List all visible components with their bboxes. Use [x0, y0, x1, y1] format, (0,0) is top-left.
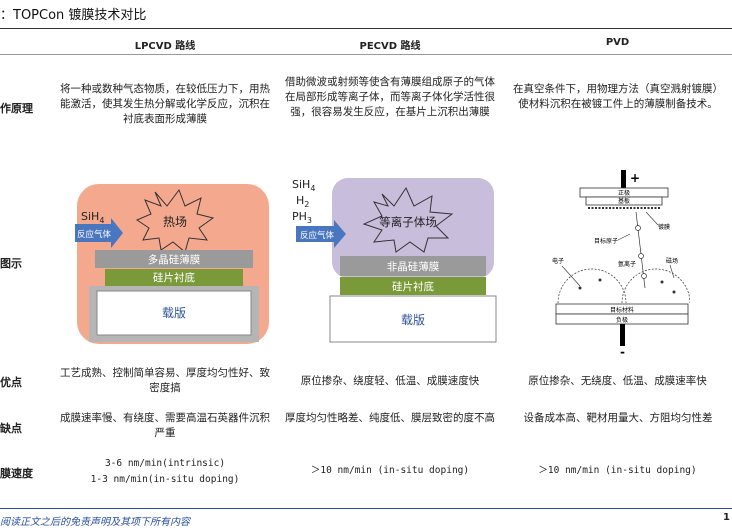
pecvd-gas-3: PH3: [292, 210, 312, 225]
pvd-argon-ion-label: 氩离子: [618, 260, 636, 268]
footer-rule: [0, 508, 732, 509]
rate-lpcvd-intrinsic: 3-6 nm/min(intrinsic): [104, 458, 226, 469]
pvd-particle: [578, 286, 582, 290]
pvd-bottom-electrode: [620, 324, 625, 346]
pvd-target-material-label: 目标材料: [610, 306, 634, 314]
lpcvd-diagram: SiH4 反应气体 热场 多晶硅薄膜 硅片衬底 载版: [75, 184, 269, 344]
header-rule: [0, 54, 732, 55]
rate-pecvd: ＞10 nm/min (in-situ doping): [310, 465, 470, 476]
cons-pvd: 设备成本高、靶材用量大、方阻均匀性差: [523, 412, 713, 424]
pvd-electron-leader: [561, 265, 581, 287]
footer-disclaimer: 阅读正文之后的免责声明及其项下所有内容: [0, 517, 190, 528]
pvd-top-electrode: [621, 170, 626, 188]
title-rule: [0, 28, 732, 29]
pvd-substrate-label: 基板: [618, 197, 630, 205]
lpcvd-base: [96, 290, 252, 336]
lpcvd-poly-layer: [95, 250, 253, 268]
rate-pvd: ＞10 nm/min (in-situ doping): [538, 465, 697, 476]
pvd-substrate: [585, 196, 663, 206]
row-label-principle: 作原理: [0, 102, 33, 115]
pecvd-plasma-chamber: [332, 178, 494, 278]
pvd-magnetic-field-label: 磁场: [666, 257, 678, 265]
pvd-coating-leader: [645, 211, 659, 226]
pecvd-arrow-label: 反应气体: [300, 230, 335, 241]
pros-pvd: 原位掺杂、无绕度、低温、成膜速率快: [528, 375, 707, 387]
col-header-pvd: PVD: [605, 37, 630, 48]
pros-lpcvd: 工艺成熟、控制简单容易、厚度均匀性好、致密度搞: [60, 367, 270, 394]
pvd-magnetic-field-left: [557, 268, 627, 304]
pecvd-plasma-label: 等离子体场: [379, 215, 437, 229]
pvd-particle: [598, 278, 602, 282]
pvd-anode-label: 正极: [618, 189, 630, 197]
pvd-coating-label: 镀膜: [658, 223, 670, 231]
lpcvd-poly-label: 多晶硅薄膜: [148, 253, 201, 266]
row-label-cons: 缺点: [0, 422, 22, 435]
rate-lpcvd-doping: 1-3 nm/min(in-situ doping): [90, 474, 240, 485]
pvd-particle: [660, 280, 664, 284]
col-header-lpcvd: LPCVD 路线: [134, 41, 196, 52]
pecvd-gas-arrow: [296, 220, 346, 248]
pecvd-gas-2: H2: [296, 194, 309, 209]
pecvd-wafer-layer: [340, 277, 486, 295]
pvd-particle: [641, 273, 647, 279]
lpcvd-heat-label: 热场: [163, 215, 187, 229]
pecvd-gas-1: SiH4: [292, 178, 315, 193]
row-label-diagram: 图示: [0, 257, 22, 270]
pecvd-base: [329, 295, 497, 343]
pvd-particle: [635, 225, 641, 231]
col-header-pecvd: PECVD 路线: [359, 41, 421, 52]
pvd-target-atom-label: 目标原子: [594, 237, 618, 245]
principle-pecvd: 借助微波或射频等使含有薄膜组成原子的气体在局部形成等离子体，而等离子体化学活性很…: [285, 76, 495, 118]
cons-pecvd: 厚度均匀性略差、纯度低、膜层致密的度不高: [285, 412, 495, 424]
pvd-minus-sign: -: [620, 345, 625, 358]
principle-pvd: 在真空条件下，用物理方法（真空溅射镀膜）使材料沉积在被镀工件上的薄膜制备技术。: [513, 83, 723, 110]
lpcvd-gas-arrow: [75, 218, 123, 248]
pros-pecvd: 原位掺杂、绕度轻、低温、成膜速度快: [300, 375, 480, 387]
pvd-particle: [638, 253, 644, 259]
pecvd-wafer-label: 硅片衬底: [392, 280, 434, 293]
pvd-diagram: + 正极 基板 目标原子 镀膜 电子 氩离子 磁场 目标材料 负极 -: [552, 170, 690, 358]
pecvd-plasma-burst: [362, 186, 454, 253]
lpcvd-arrow-label: 反应气体: [77, 229, 112, 240]
lpcvd-base-label: 载版: [162, 306, 186, 320]
page-title: ：TOPCon 镀膜技术对比: [0, 8, 147, 23]
lpcvd-gas-formula: SiH4: [81, 210, 104, 225]
page-number: 1: [723, 512, 730, 523]
pvd-magnetic-leader: [669, 264, 675, 279]
row-label-rate: 膜速度: [0, 467, 33, 480]
pecvd-base-label: 载版: [401, 313, 425, 327]
pecvd-amorphous-label: 非晶硅薄膜: [387, 260, 440, 273]
pvd-plus-sign: +: [630, 171, 640, 185]
pvd-magnetic-field-right: [621, 268, 690, 304]
pecvd-diagram: SiH4 H2 PH3 反应气体 等离子体场 非晶硅薄膜 硅片衬底 载版: [292, 178, 497, 343]
pvd-electron-label: 电子: [552, 257, 564, 265]
lpcvd-wafer-layer: [105, 269, 243, 286]
pvd-particle: [672, 290, 676, 294]
pecvd-amorphous-layer: [340, 256, 486, 276]
pvd-cathode-label: 负极: [616, 316, 628, 324]
principle-lpcvd: 将一种或数种气态物质，在较低压力下，用热能激活，使其发生热分解或化学反应，沉积在…: [60, 83, 270, 125]
row-label-pros: 优点: [0, 376, 22, 389]
lpcvd-wafer-label: 硅片衬底: [153, 271, 195, 284]
pvd-target-atom-leader: [617, 233, 631, 241]
cons-lpcvd: 成膜速率慢、有绕度、需要高温石英器件沉积严重: [60, 412, 270, 439]
